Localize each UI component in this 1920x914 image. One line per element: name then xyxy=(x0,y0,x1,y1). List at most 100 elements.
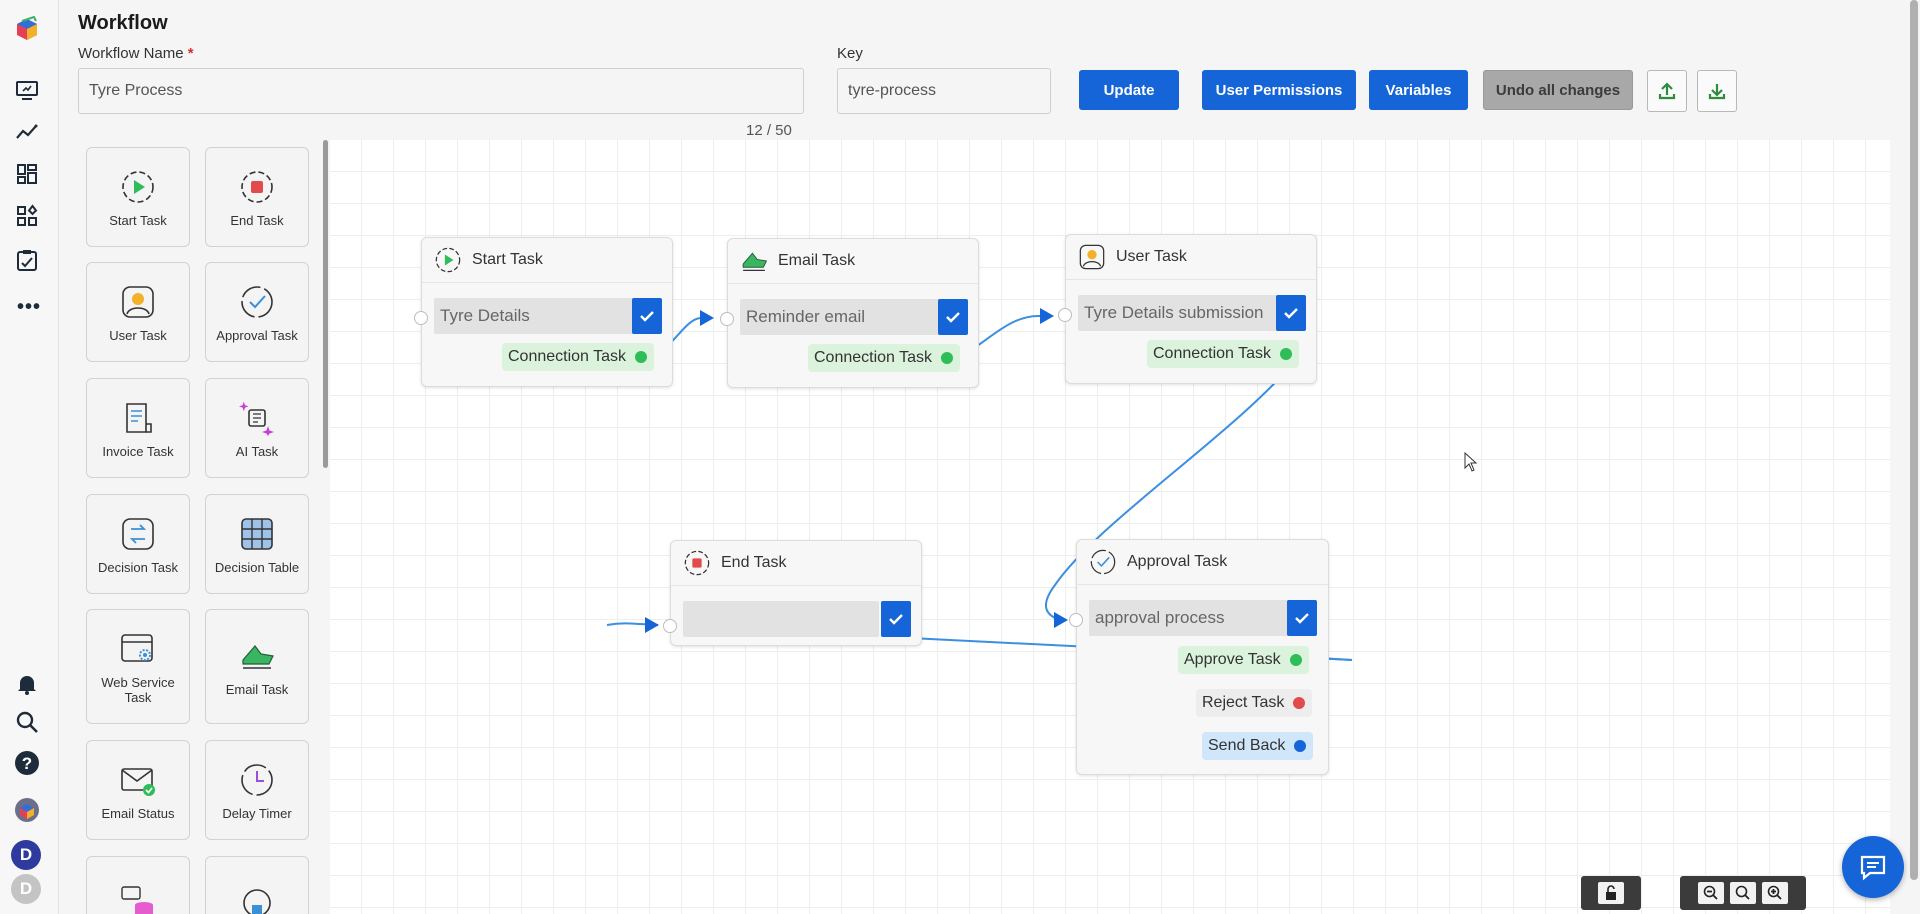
node-field[interactable]: Reminder email xyxy=(740,299,942,335)
node-field[interactable]: Tyre Details submission xyxy=(1078,295,1280,331)
palette-decision-table[interactable]: Decision Table xyxy=(205,494,309,594)
confirm-check-button[interactable] xyxy=(1287,600,1317,636)
task-palette: Start Task End Task User Task Approval T… xyxy=(78,140,324,914)
confirm-check-button[interactable] xyxy=(1276,295,1306,331)
output-port-connection-task[interactable]: Connection Task xyxy=(808,344,960,372)
node-title: End Task xyxy=(721,554,787,571)
search-icon[interactable] xyxy=(9,704,45,740)
port-label: Approve Task xyxy=(1184,651,1281,668)
left-nav-rail: ••• ? D D xyxy=(0,0,59,914)
palette-decision-task[interactable]: Decision Task xyxy=(86,494,190,594)
palette-integration-task[interactable] xyxy=(205,856,309,914)
node-title: Approval Task xyxy=(1127,553,1228,570)
update-button[interactable]: Update xyxy=(1079,70,1179,110)
zoom-in-icon[interactable] xyxy=(1762,882,1788,904)
palette-delay-timer[interactable]: Delay Timer xyxy=(205,740,309,840)
unlock-icon[interactable] xyxy=(1598,882,1624,904)
analytics-icon[interactable] xyxy=(9,114,45,150)
palette-label: Approval Task xyxy=(216,327,298,343)
palette-approval-task[interactable]: Approval Task xyxy=(205,262,309,362)
required-mark: * xyxy=(187,45,194,62)
zoom-out-icon[interactable] xyxy=(1698,882,1724,904)
port-label: Connection Task xyxy=(1153,345,1271,362)
node-field[interactable]: Tyre Details xyxy=(434,298,636,334)
palette-label: Start Task xyxy=(109,212,167,228)
tasks-icon[interactable] xyxy=(9,242,45,278)
decision-icon xyxy=(118,514,158,554)
node-field[interactable]: approval process xyxy=(1089,600,1291,636)
bell-icon[interactable] xyxy=(9,666,45,702)
palette-end-task[interactable]: End Task xyxy=(205,147,309,247)
palette-label: Decision Task xyxy=(98,559,178,575)
palette-email-status[interactable]: Email Status xyxy=(86,740,190,840)
zoom-reset-icon[interactable] xyxy=(1730,882,1756,904)
app-logo[interactable] xyxy=(9,10,45,46)
palette-user-task[interactable]: User Task xyxy=(86,262,190,362)
palette-start-task[interactable]: Start Task xyxy=(86,147,190,247)
workspace-icon[interactable] xyxy=(9,792,45,828)
output-port-connection-task[interactable]: Connection Task xyxy=(1147,340,1299,368)
palette-label: Delay Timer xyxy=(222,805,292,821)
page-scrollbar[interactable] xyxy=(1910,0,1918,880)
node-email-task[interactable]: Email Task Reminder email Connection Tas… xyxy=(720,238,979,388)
palette-database-task[interactable] xyxy=(86,856,190,914)
node-approval-task[interactable]: Approval Task approval process Approve T… xyxy=(1069,539,1329,775)
help-icon[interactable]: ? xyxy=(9,745,45,781)
output-port-connection-task[interactable]: Connection Task xyxy=(502,343,654,371)
monitor-icon[interactable] xyxy=(9,72,45,108)
table-icon xyxy=(237,514,277,554)
input-port[interactable] xyxy=(414,311,428,325)
output-port-send-back[interactable]: Send Back xyxy=(1202,732,1314,760)
node-title: User Task xyxy=(1116,248,1187,265)
check-icon xyxy=(640,311,654,322)
palette-invoice-task[interactable]: Invoice Task xyxy=(86,378,190,478)
workflow-name-input[interactable] xyxy=(78,68,804,114)
key-input[interactable] xyxy=(837,68,1051,114)
node-user-task[interactable]: User Task Tyre Details submission Connec… xyxy=(1058,234,1317,384)
invoice-icon xyxy=(118,398,158,438)
confirm-check-button[interactable] xyxy=(632,298,662,334)
port-dot xyxy=(1293,697,1306,709)
play-circle-icon xyxy=(118,167,158,207)
input-port[interactable] xyxy=(1069,613,1083,627)
confirm-check-button[interactable] xyxy=(938,299,968,335)
palette-scrollbar[interactable] xyxy=(323,140,328,468)
input-port[interactable] xyxy=(663,619,677,633)
palette-email-task[interactable]: Email Task xyxy=(205,609,309,724)
node-title: Email Task xyxy=(778,252,856,269)
node-field[interactable] xyxy=(683,601,879,637)
undo-all-changes-button[interactable]: Undo all changes xyxy=(1483,70,1633,110)
output-port-approve-task[interactable]: Approve Task xyxy=(1178,646,1309,674)
dashboard-icon[interactable] xyxy=(9,156,45,192)
output-port-reject-task[interactable]: Reject Task xyxy=(1196,689,1313,717)
confirm-check-button[interactable] xyxy=(881,601,911,637)
apps-icon[interactable] xyxy=(9,198,45,234)
node-start-task[interactable]: Start Task Tyre Details Connection Task xyxy=(414,237,673,387)
variables-button[interactable]: Variables xyxy=(1369,70,1468,110)
user-permissions-button[interactable]: User Permissions xyxy=(1202,70,1356,110)
stop-circle-icon xyxy=(237,167,277,207)
avatar-secondary[interactable]: D xyxy=(11,874,41,904)
download-button[interactable] xyxy=(1697,70,1737,112)
palette-ai-task[interactable]: AI Task xyxy=(205,378,309,478)
database-icon xyxy=(118,883,158,914)
port-label: Send Back xyxy=(1208,737,1286,754)
download-icon xyxy=(1708,84,1726,100)
upload-button[interactable] xyxy=(1647,70,1687,112)
more-icon[interactable]: ••• xyxy=(16,296,41,318)
clock-icon xyxy=(237,760,277,800)
user-icon xyxy=(1078,243,1106,271)
palette-web-service-task[interactable]: Web Service Task xyxy=(86,609,190,724)
upload-icon xyxy=(1658,82,1676,100)
svg-text:?: ? xyxy=(22,754,32,773)
node-end-task[interactable]: End Task xyxy=(663,540,922,646)
port-label: Connection Task xyxy=(814,349,932,366)
port-dot xyxy=(1294,740,1307,752)
chat-button[interactable] xyxy=(1842,836,1904,898)
lock-toggle[interactable] xyxy=(1581,876,1641,910)
input-port[interactable] xyxy=(1058,308,1072,322)
avatar[interactable]: D xyxy=(11,840,41,870)
input-port[interactable] xyxy=(720,312,734,326)
cursor-icon xyxy=(1464,451,1478,477)
check-circle-icon xyxy=(1089,548,1117,576)
